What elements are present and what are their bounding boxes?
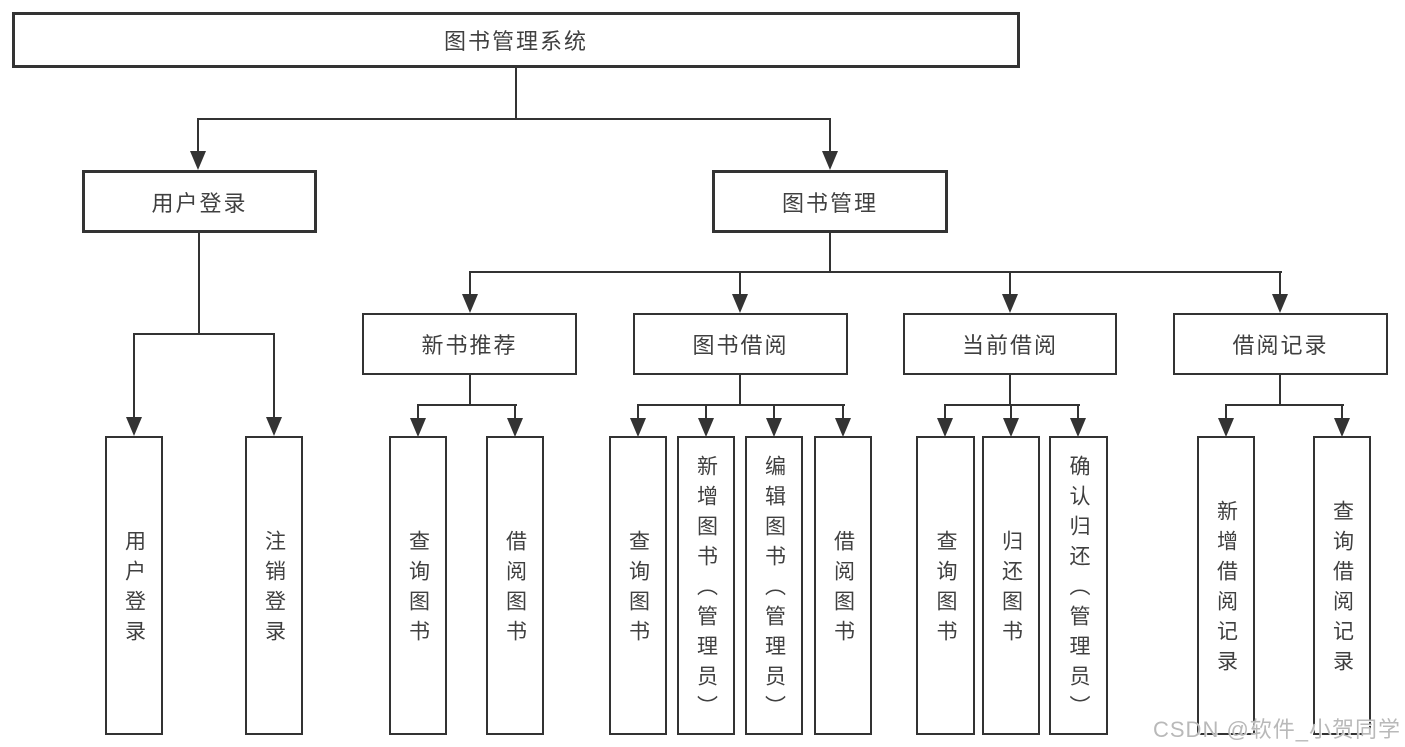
connector-line xyxy=(637,404,845,406)
connector-arrowhead xyxy=(822,151,838,170)
connector-line xyxy=(1341,404,1343,422)
connector-arrowhead xyxy=(1002,294,1018,313)
connector-line xyxy=(417,404,419,422)
node-label: 查询借阅记录 xyxy=(1330,500,1354,680)
node-book-management: 图书管理 xyxy=(712,170,948,233)
node-label: 新书推荐 xyxy=(421,333,518,358)
connector-arrowhead xyxy=(732,294,748,313)
node-label: 新增借阅记录 xyxy=(1214,500,1238,680)
node-label: 用户登录 xyxy=(122,530,146,650)
connector-arrowhead xyxy=(1272,294,1288,313)
watermark: CSDN @软件_小贺同学 xyxy=(1153,717,1402,742)
leaf-user-login: 用户登录 xyxy=(105,436,163,735)
connector-line xyxy=(198,233,200,335)
connector-arrowhead xyxy=(507,418,523,437)
connector-arrowhead xyxy=(126,417,142,436)
connector-line xyxy=(1009,375,1011,406)
connector-arrowhead xyxy=(630,418,646,437)
connector-line xyxy=(1009,271,1011,299)
connector-arrowhead xyxy=(698,418,714,437)
connector-arrowhead xyxy=(266,417,282,436)
leaf-logout: 注销登录 xyxy=(245,436,303,735)
connector-line xyxy=(514,404,516,422)
connector-arrowhead xyxy=(937,418,953,437)
connector-arrowhead xyxy=(1003,418,1019,437)
connector-line xyxy=(829,233,831,273)
connector-line xyxy=(469,375,471,406)
connector-arrowhead xyxy=(190,151,206,170)
node-label: 借阅图书 xyxy=(831,530,855,650)
node-new-book-recommendation: 新书推荐 xyxy=(362,313,577,375)
node-label: 图书管理系统 xyxy=(443,29,588,54)
connector-line xyxy=(515,68,517,120)
leaf-query-books-current: 查询图书 xyxy=(916,436,975,735)
node-label: 注销登录 xyxy=(262,530,286,650)
connector-line xyxy=(1279,271,1281,299)
node-label: 新增图书（管理员） xyxy=(694,455,718,725)
leaf-borrow-books-recommend: 借阅图书 xyxy=(486,436,544,735)
leaf-confirm-return-admin: 确认归还（管理员） xyxy=(1049,436,1108,735)
connector-line xyxy=(1077,404,1079,422)
connector-line xyxy=(637,404,639,422)
node-label: 归还图书 xyxy=(999,530,1023,650)
connector-line xyxy=(273,333,275,421)
connector-line xyxy=(944,404,1080,406)
connector-line xyxy=(739,375,741,406)
connector-line xyxy=(829,118,831,156)
node-label: 借阅记录 xyxy=(1232,333,1329,358)
connector-arrowhead xyxy=(1070,418,1086,437)
leaf-edit-book-admin: 编辑图书（管理员） xyxy=(745,436,803,735)
leaf-borrow-books: 借阅图书 xyxy=(814,436,872,735)
leaf-query-books-recommend: 查询图书 xyxy=(389,436,447,735)
leaf-add-book-admin: 新增图书（管理员） xyxy=(677,436,735,735)
connector-line xyxy=(1225,404,1227,422)
connector-line xyxy=(197,118,199,156)
node-label: 编辑图书（管理员） xyxy=(762,455,786,725)
node-current-borrowing: 当前借阅 xyxy=(903,313,1117,375)
connector-arrowhead xyxy=(1334,418,1350,437)
connector-line xyxy=(773,404,775,422)
node-label: 用户登录 xyxy=(151,190,248,216)
connector-arrowhead xyxy=(410,418,426,437)
connector-line xyxy=(944,404,946,422)
node-label: 图书借阅 xyxy=(692,333,789,358)
connector-line xyxy=(1279,375,1281,406)
leaf-query-books-borrow: 查询图书 xyxy=(609,436,667,735)
node-label: 借阅图书 xyxy=(503,530,527,650)
node-label: 确认归还（管理员） xyxy=(1067,455,1090,725)
node-label: 图书管理 xyxy=(781,190,878,216)
connector-arrowhead xyxy=(462,294,478,313)
node-library-system: 图书管理系统 xyxy=(12,12,1020,68)
node-label: 查询图书 xyxy=(626,530,650,650)
connector-line xyxy=(469,271,1282,273)
leaf-add-borrow-record: 新增借阅记录 xyxy=(1197,436,1255,735)
node-book-borrowing: 图书借阅 xyxy=(633,313,848,375)
connector-arrowhead xyxy=(835,418,851,437)
connector-line xyxy=(133,333,135,421)
connector-line xyxy=(1010,404,1012,422)
node-borrowing-records: 借阅记录 xyxy=(1173,313,1388,375)
leaf-query-borrow-record: 查询借阅记录 xyxy=(1313,436,1371,735)
node-label: 当前借阅 xyxy=(961,333,1058,358)
connector-line xyxy=(197,118,831,120)
connector-line xyxy=(705,404,707,422)
connector-line xyxy=(417,404,517,406)
connector-arrowhead xyxy=(766,418,782,437)
connector-arrowhead xyxy=(1218,418,1234,437)
connector-line xyxy=(133,333,275,335)
node-user-login: 用户登录 xyxy=(82,170,317,233)
leaf-return-books: 归还图书 xyxy=(982,436,1040,735)
connector-line xyxy=(469,271,471,299)
connector-line xyxy=(842,404,844,422)
node-label: 查询图书 xyxy=(406,530,430,650)
connector-line xyxy=(1225,404,1344,406)
connector-line xyxy=(739,271,741,299)
node-label: 查询图书 xyxy=(934,530,957,650)
